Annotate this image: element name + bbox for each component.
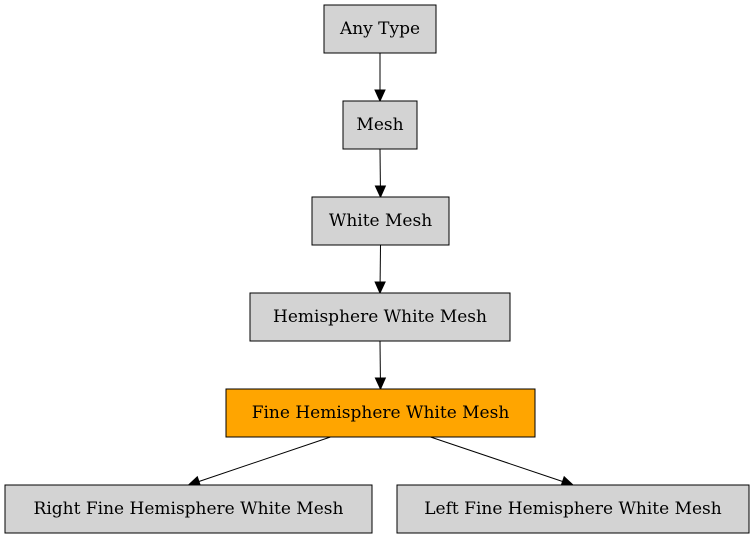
edge-fine-hemisphere-white-mesh-to-right-fine-hemisphere-white-mesh — [187, 436, 331, 487]
node-box[interactable] — [4, 484, 373, 534]
edge-line — [430, 436, 563, 482]
node-label: Hemisphere White Mesh — [273, 307, 487, 327]
node-label: Left Fine Hemisphere White Mesh — [424, 499, 722, 519]
node-box[interactable] — [342, 100, 418, 150]
edge-white-mesh-to-hemisphere-white-mesh — [374, 244, 386, 295]
node-label: Mesh — [356, 115, 403, 135]
edge-line — [198, 436, 331, 482]
node-box[interactable] — [323, 4, 437, 54]
node-box[interactable] — [311, 196, 450, 246]
arrowhead-icon — [374, 281, 386, 295]
node-box[interactable] — [249, 292, 511, 342]
node-box[interactable] — [396, 484, 750, 534]
node-right-fine-hemisphere-white-mesh[interactable]: Right Fine Hemisphere White Mesh — [4, 484, 373, 534]
arrowhead-icon — [374, 89, 386, 103]
node-hemisphere-white-mesh[interactable]: Hemisphere White Mesh — [249, 292, 511, 342]
edge-fine-hemisphere-white-mesh-to-left-fine-hemisphere-white-mesh — [430, 436, 575, 487]
node-mesh[interactable]: Mesh — [342, 100, 418, 150]
edge-hemisphere-white-mesh-to-fine-hemisphere-white-mesh — [374, 340, 387, 391]
node-box-highlighted[interactable] — [225, 388, 536, 438]
arrowhead-icon — [374, 185, 387, 199]
edge-any-type-to-mesh — [374, 53, 386, 103]
node-any-type[interactable]: Any Type — [323, 4, 437, 54]
node-label: Fine Hemisphere White Mesh — [252, 403, 510, 423]
edge-mesh-to-white-mesh — [374, 148, 387, 199]
node-white-mesh[interactable]: White Mesh — [311, 196, 450, 246]
node-label: Any Type — [339, 19, 420, 39]
node-left-fine-hemisphere-white-mesh[interactable]: Left Fine Hemisphere White Mesh — [396, 484, 750, 534]
node-label: White Mesh — [329, 211, 432, 231]
node-label: Right Fine Hemisphere White Mesh — [34, 499, 344, 519]
node-fine-hemisphere-white-mesh[interactable]: Fine Hemisphere White Mesh — [225, 388, 536, 438]
edges-layer — [187, 53, 575, 487]
arrowhead-icon — [374, 377, 387, 391]
